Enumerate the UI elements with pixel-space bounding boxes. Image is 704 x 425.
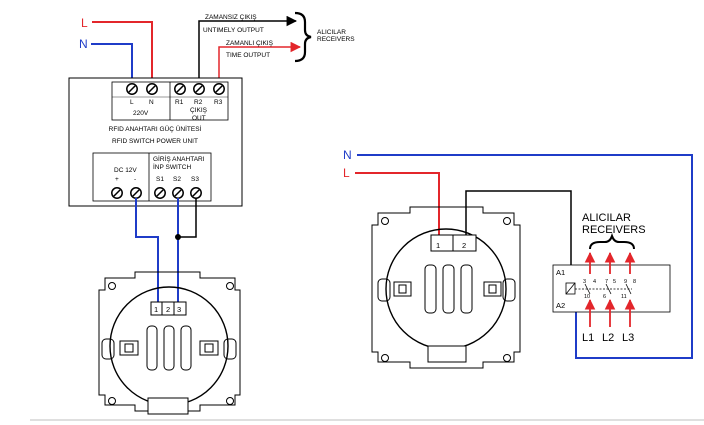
terminal-bottom-minus: [130, 187, 142, 199]
relay-pin-8: 8: [633, 279, 636, 285]
right-neutral-label: N: [343, 148, 352, 162]
power-unit: [68, 77, 243, 207]
dc-minus-wire: [135, 198, 159, 305]
relay-receivers-brace: [589, 232, 635, 250]
dc-minus-label: -: [134, 176, 136, 183]
relay-pin-5: 5: [613, 279, 616, 285]
right-line-wire: [355, 172, 440, 237]
switch-to-relay-wire: [465, 190, 572, 273]
relay-pin-11: 11: [621, 294, 627, 300]
timed-output-en: TIME OUTPUT: [226, 52, 270, 59]
input-label-s2: S2: [173, 176, 181, 183]
right-switch: [371, 206, 521, 369]
relay-pin-3: 3: [583, 279, 586, 285]
terminal-label-r3: R3: [214, 99, 223, 106]
relay-pin-10: 10: [584, 294, 590, 300]
supply-line-label: L: [81, 16, 88, 30]
relay-a2-label: A2: [556, 301, 565, 310]
terminal-bottom-s2: [172, 187, 184, 199]
phase-label-l3: L3: [622, 332, 634, 344]
terminal-label-n: N: [149, 99, 154, 106]
receivers-brace: [294, 11, 312, 63]
timed-output-tr: ZAMANLI ÇIKIŞ: [226, 40, 274, 47]
terminal-top-n: [146, 83, 158, 95]
terminal-top-r3: [213, 83, 225, 95]
s3-wire: [178, 198, 197, 238]
terminal-bottom-s3: [190, 187, 202, 199]
phase-label-l2: L2: [602, 332, 614, 344]
out-label-tr: ÇIKIŞ: [190, 107, 208, 114]
terminal-label-r1: R1: [175, 99, 184, 106]
supply-neutral-label: N: [79, 37, 88, 51]
relay-receivers-tr: ALICILAR: [582, 212, 631, 224]
relay-pin-9: 9: [624, 279, 627, 285]
input-switch-en: İNP SWITCH: [153, 162, 191, 171]
terminal-bottom-plus: [111, 187, 123, 199]
terminal-top-r2: [193, 83, 205, 95]
left-switch: [98, 271, 241, 415]
dc-plus-label: +: [115, 176, 119, 183]
phase-label-l1: L1: [582, 332, 594, 344]
right-neutral-wire: [357, 154, 693, 359]
relay-a1-label: A1: [556, 268, 565, 277]
relay: [552, 264, 671, 313]
line-wire-supply: [92, 21, 153, 84]
terminal-bottom-s1: [154, 187, 166, 199]
junction-dot: [175, 234, 181, 240]
left-switch-terminal-1: 1: [154, 305, 158, 314]
relay-pin-6: 6: [603, 294, 606, 300]
right-switch-terminal-2: 2: [462, 241, 466, 250]
power-unit-name-tr: RFID ANAHTARI GÜÇ ÜNİTESİ: [109, 124, 202, 133]
right-line-label: L: [343, 166, 350, 180]
input-label-s1: S1: [156, 176, 164, 183]
input-label-s3: S3: [191, 176, 199, 183]
out-label-en: OUT: [192, 115, 206, 122]
untimely-output-en: UNTIMELY OUTPUT: [203, 27, 264, 34]
terminal-top-l: [126, 83, 138, 95]
timed-output-wire: [218, 41, 302, 84]
input-switch-tr: GİRİŞ ANAHTARI: [153, 154, 205, 163]
receivers-label-tr: ALICILAR: [317, 29, 346, 36]
untimely-output-tr: ZAMANSIZ ÇIKIŞ: [205, 14, 257, 21]
terminal-top-r1: [174, 83, 186, 95]
power-unit-name-en: RFID SWITCH POWER UNIT: [112, 138, 198, 145]
neutral-wire-supply: [91, 43, 133, 84]
dc-label: DC 12V: [114, 167, 137, 174]
receivers-label-en: RECEIVERS: [317, 36, 355, 43]
untimely-output-wire: [198, 15, 298, 84]
terminal-label-l: L: [130, 99, 134, 106]
left-switch-terminal-3: 3: [177, 305, 181, 314]
relay-receivers-en: RECEIVERS: [582, 224, 646, 236]
left-switch-terminal-2: 2: [166, 305, 170, 314]
relay-pin-7: 7: [605, 279, 608, 285]
relay-pin-4: 4: [593, 279, 596, 285]
right-switch-terminal-1: 1: [436, 241, 440, 250]
terminal-label-r2: R2: [194, 99, 203, 106]
voltage-label: 220V: [133, 110, 149, 117]
